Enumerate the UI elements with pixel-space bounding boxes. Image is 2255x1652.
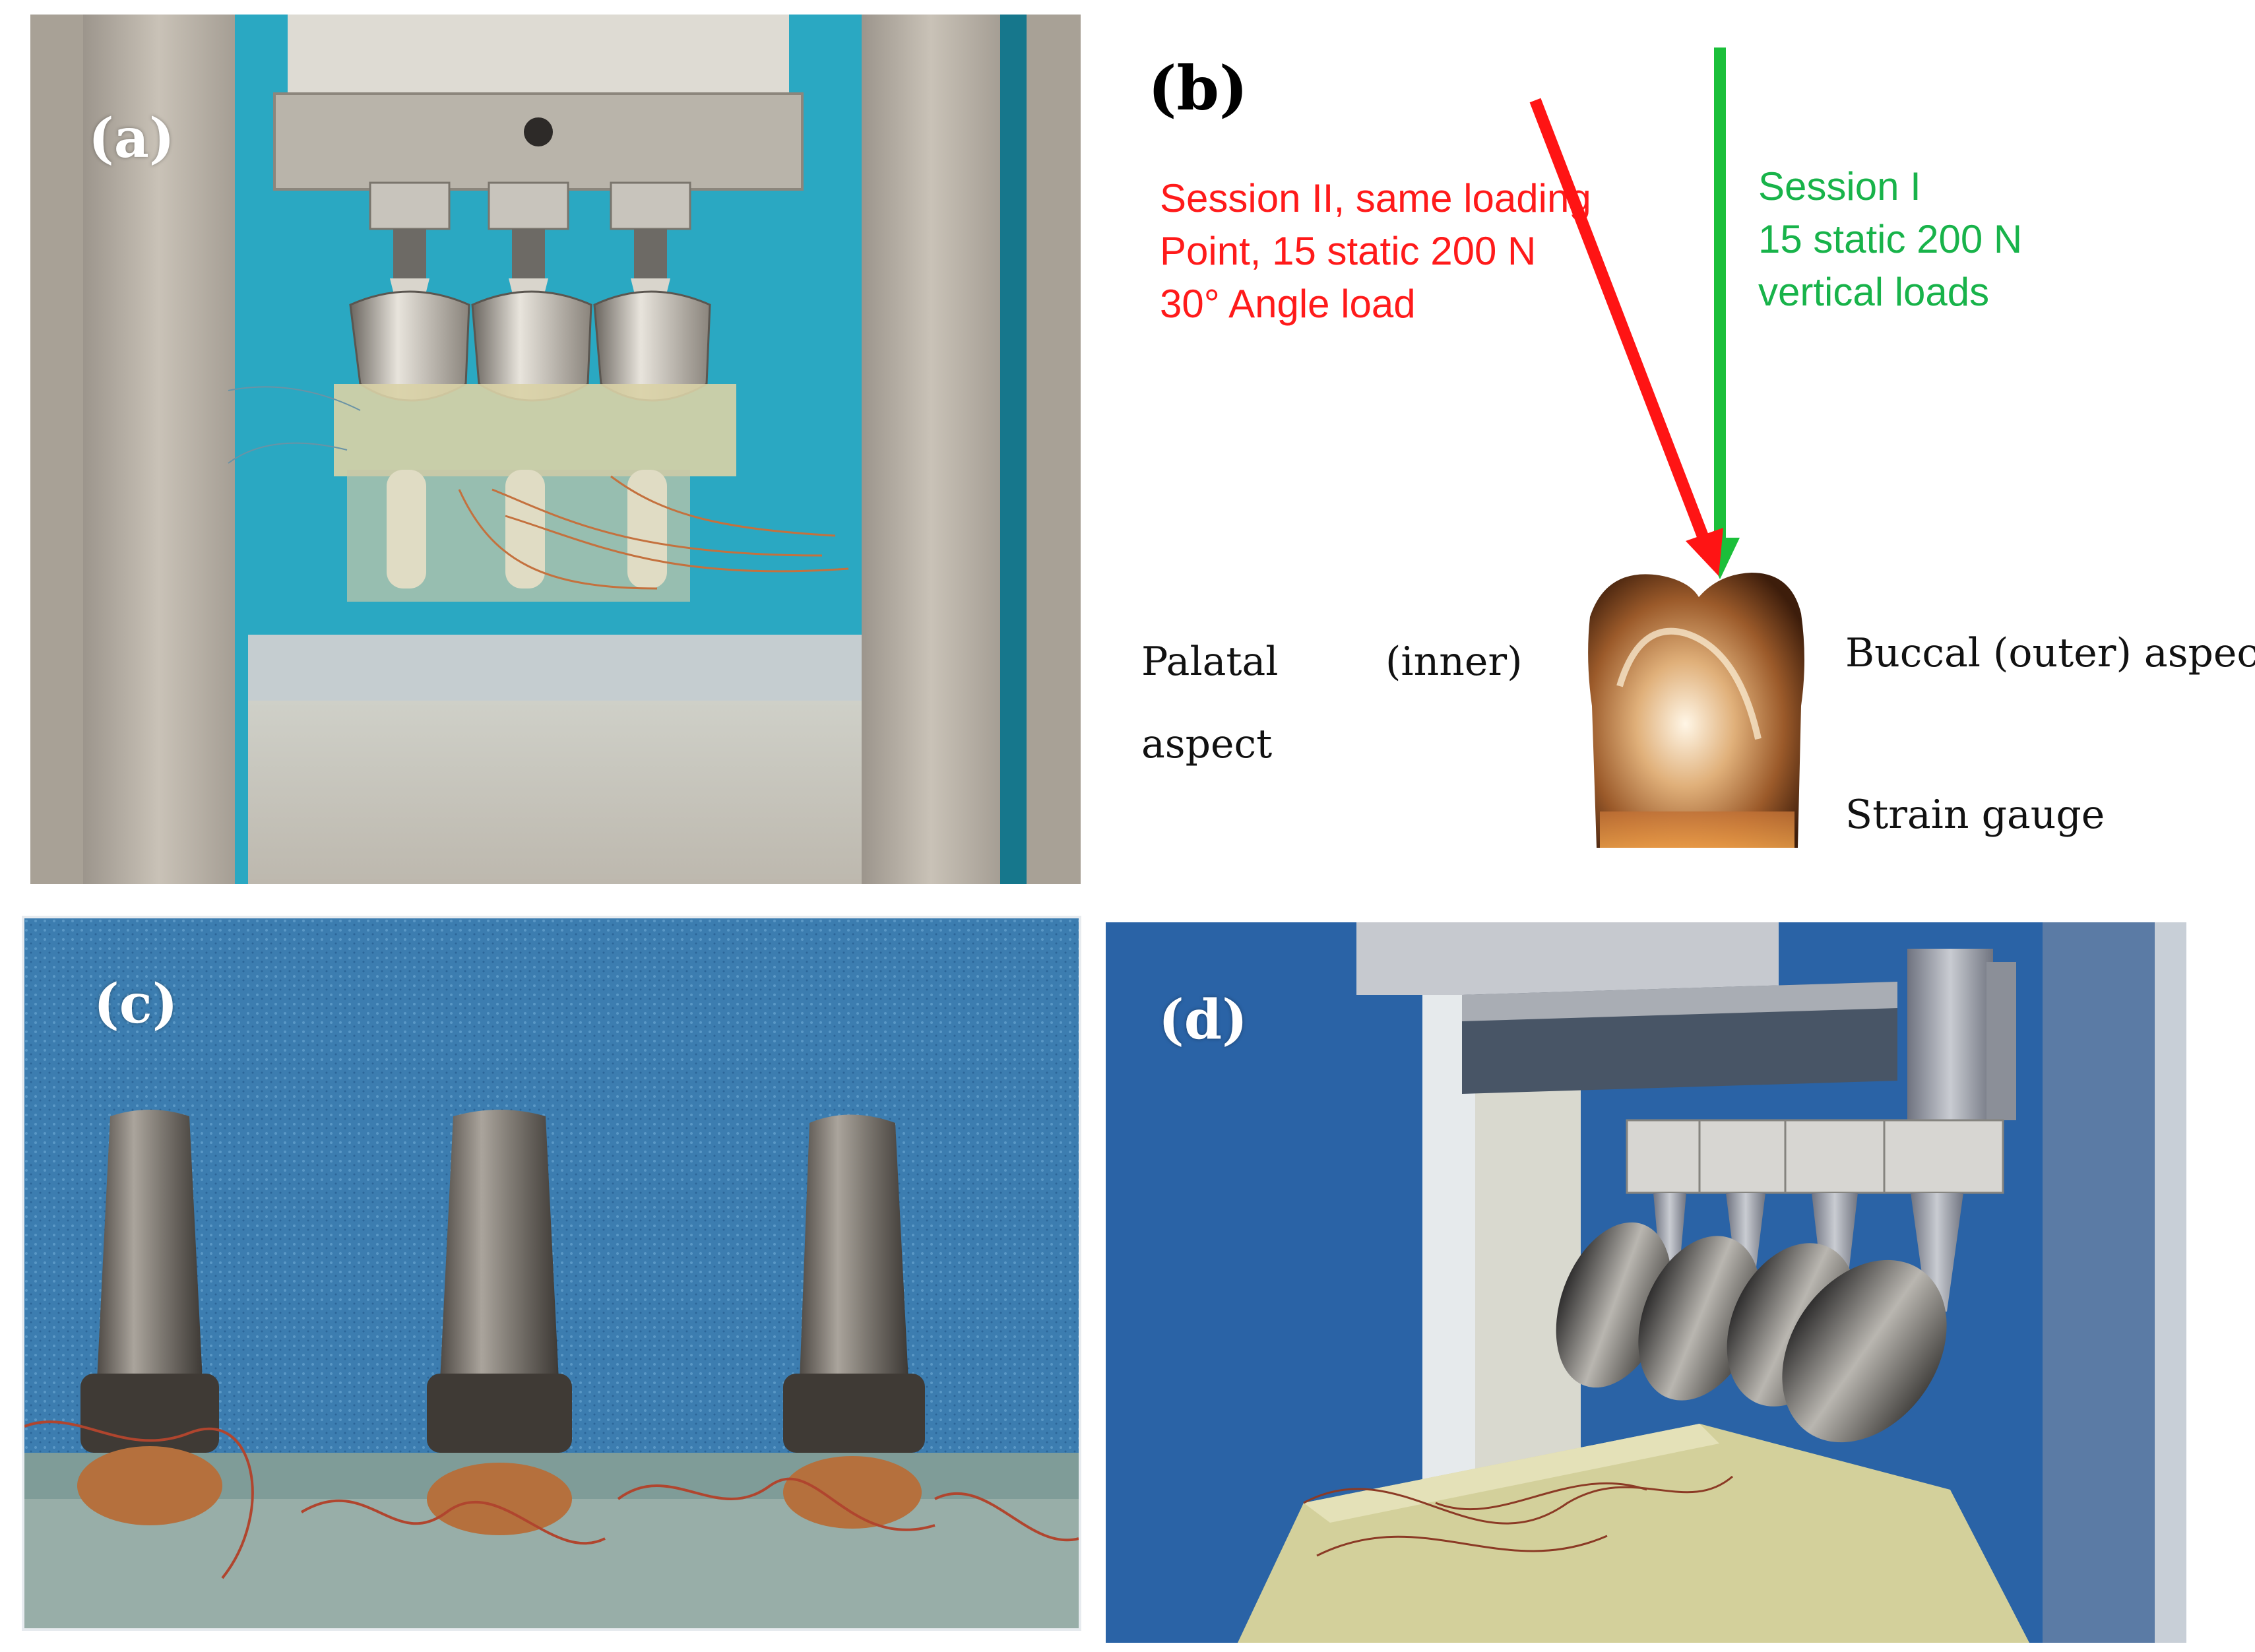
angled-loading-fixture-photo bbox=[1106, 922, 2186, 1643]
panel-b-diagram: (b) Session II, same loading Point, 15 s… bbox=[1092, 0, 2255, 871]
implant-abutments-photo bbox=[24, 918, 1079, 1628]
load-arrows-and-crown bbox=[1529, 48, 1804, 848]
inner-label: (inner) bbox=[1385, 639, 1523, 685]
panel-label-c: (c) bbox=[94, 972, 178, 1036]
panel-c-photo: (c) bbox=[22, 916, 1081, 1631]
session-i-line-2: 15 static 200 N bbox=[1758, 217, 2023, 261]
panel-a-photo: (a) bbox=[30, 15, 1081, 884]
dental-implant-test-fixture-photo bbox=[30, 15, 1081, 884]
panel-label-b: (b) bbox=[1148, 53, 1248, 124]
session-ii-arrow bbox=[1529, 98, 1723, 576]
palatal-label: Palatal bbox=[1141, 639, 1279, 685]
session-ii-line-1: Session II, same loading bbox=[1160, 176, 1591, 220]
strain-gauge-label: Strain gauge bbox=[1845, 792, 2105, 838]
panel-label-d: (d) bbox=[1159, 988, 1248, 1052]
panel-label-a: (a) bbox=[88, 107, 175, 170]
panel-d-photo: (d) bbox=[1106, 922, 2186, 1643]
session-i-line-1: Session I bbox=[1758, 164, 1921, 208]
aspect-label: aspect bbox=[1141, 721, 1273, 767]
session-ii-line-2: Point, 15 static 200 N bbox=[1160, 229, 1537, 273]
buccal-label: Buccal (outer) aspect bbox=[1845, 630, 2255, 676]
session-i-line-3: vertical loads bbox=[1758, 270, 1990, 314]
session-i-arrow bbox=[1700, 48, 1740, 579]
tooth-crown-icon bbox=[1588, 573, 1804, 848]
session-ii-line-3: 30° Angle load bbox=[1160, 282, 1416, 326]
